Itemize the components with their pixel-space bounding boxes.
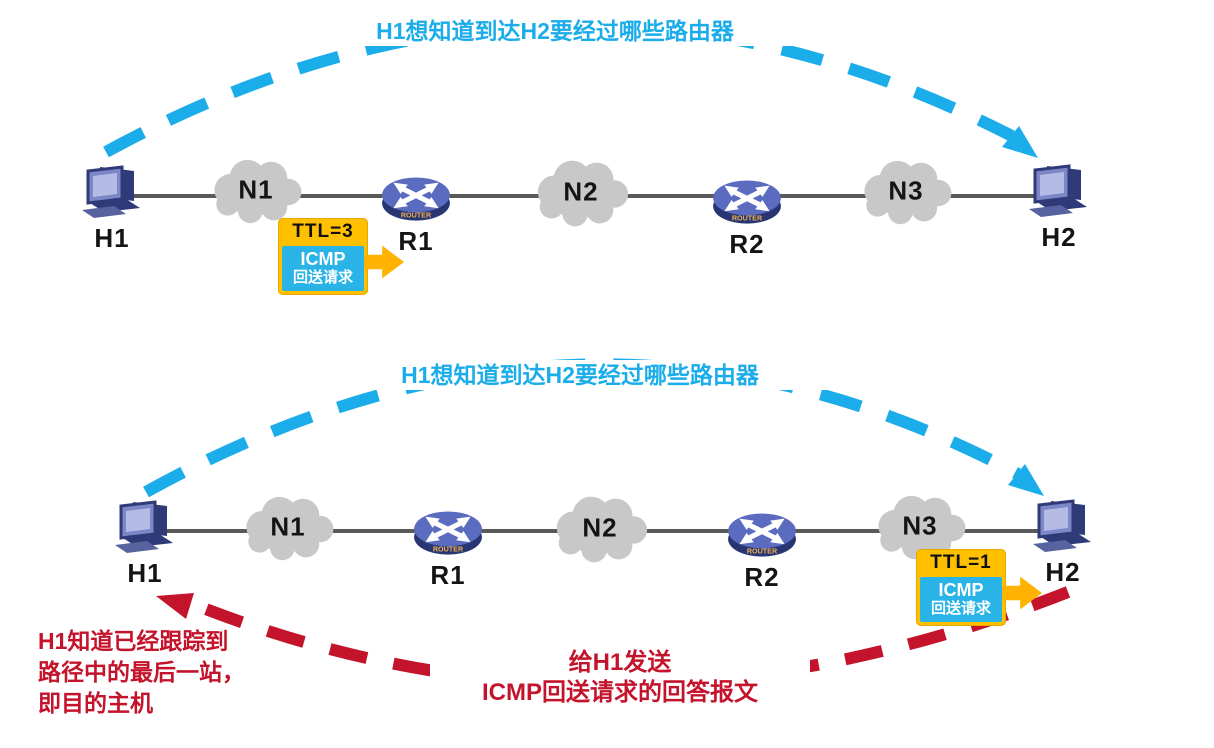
router-icon: ROUTER: [710, 173, 784, 229]
router-caption: ROUTER: [433, 545, 464, 554]
trace-request-arrowhead-top-icon: [1002, 126, 1038, 158]
network-label: N1: [238, 174, 274, 205]
host-label: H1: [127, 558, 163, 588]
packet-direction-arrow-icon: [1002, 576, 1042, 610]
packet-box-ttl1: TTL=1 ICMP 回送请求: [916, 549, 1042, 626]
icmp-echo-request-label: ICMP 回送请求: [920, 577, 1002, 622]
conclusion-line1: H1知道已经跟踪到: [38, 628, 229, 654]
router-icon: ROUTER: [379, 170, 453, 226]
conclusion-line3: 即目的主机: [38, 690, 153, 716]
router-caption: ROUTER: [747, 547, 778, 556]
ttl-value: TTL=3: [292, 221, 354, 242]
packet-direction-arrow-icon: [364, 245, 404, 279]
conclusion-text: H1知道已经跟踪到 路径中的最后一站， 即目的主机: [38, 626, 245, 719]
network-cloud-icon: [527, 153, 635, 235]
trace-request-arc-bottom: [143, 358, 1021, 498]
trace-annotation-top: H1想知道到达H2要经过哪些路由器: [295, 16, 815, 46]
host-label: H1: [94, 223, 130, 253]
network-label: N1: [270, 511, 306, 542]
network-label: N2: [582, 512, 618, 543]
icmp-reply-annotation: 给H1发送 ICMP回送请求的回答报文: [430, 648, 810, 708]
icmp-reply-annotation-line2: ICMP回送请求的回答报文: [482, 679, 758, 706]
network-cloud-icon: [204, 152, 308, 232]
computer-icon: [1027, 495, 1099, 559]
network-label: N2: [563, 176, 599, 207]
router-label: R1: [430, 560, 466, 590]
trace-request-arrowhead-bottom-icon: [1008, 464, 1044, 496]
trace-request-arc-top: [103, 18, 1015, 158]
router-icon: ROUTER: [411, 504, 485, 560]
network-cloud-icon: [854, 153, 958, 233]
computer-icon: [1023, 160, 1095, 224]
router-label: R2: [744, 562, 780, 592]
packet-box-ttl3: TTL=3 ICMP 回送请求: [278, 218, 404, 295]
icmp-echo-request-label: ICMP 回送请求: [282, 246, 364, 291]
host-label: H2: [1041, 222, 1077, 252]
router-caption: ROUTER: [401, 211, 432, 220]
network-cloud-icon: [236, 489, 340, 569]
host-label: H2: [1045, 557, 1081, 587]
network-cloud-icon: [546, 489, 654, 571]
network-label: N3: [888, 175, 924, 206]
router-label: R1: [398, 226, 434, 256]
icmp-reply-arrowhead-icon: [156, 593, 194, 619]
network-label: N3: [902, 510, 938, 541]
computer-icon: [76, 161, 148, 225]
ttl-value: TTL=1: [930, 552, 992, 573]
trace-annotation-bottom: H1想知道到达H2要经过哪些路由器: [320, 360, 840, 390]
conclusion-line2: 路径中的最后一站，: [38, 659, 245, 685]
router-caption: ROUTER: [732, 214, 763, 223]
router-label: R2: [729, 229, 765, 259]
computer-icon: [109, 496, 181, 560]
router-icon: ROUTER: [725, 506, 799, 562]
icmp-reply-annotation-line1: 给H1发送: [568, 649, 672, 676]
